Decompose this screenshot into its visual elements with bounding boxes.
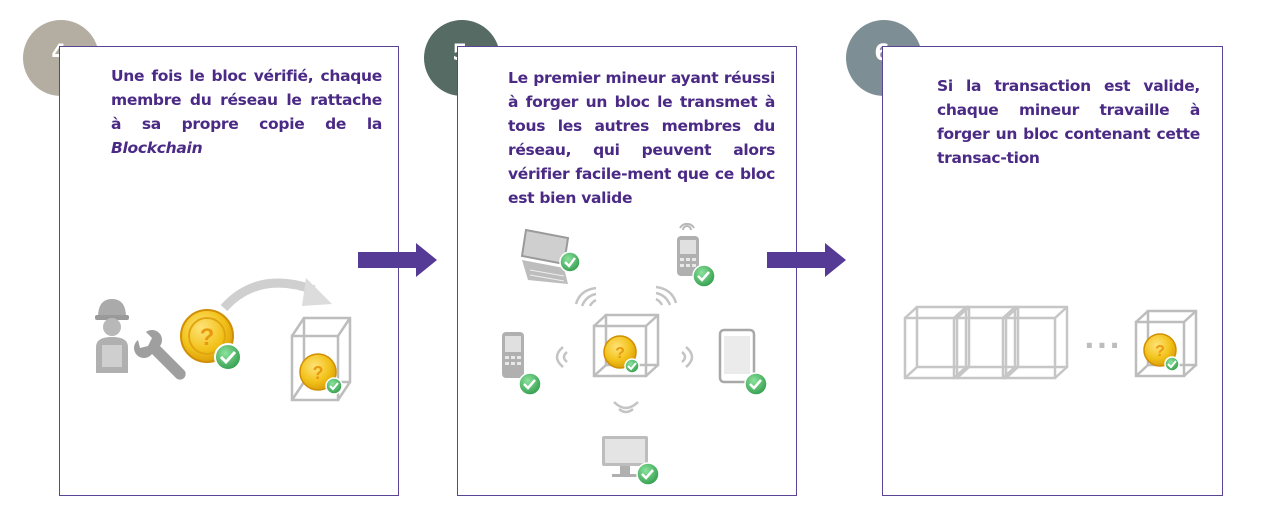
right-arrow-icon xyxy=(358,243,437,277)
mobile-phone-icon xyxy=(677,222,716,288)
step-text-4: Une fois le bloc vérifié, chaque membre … xyxy=(111,64,382,160)
step-text-4-main: Une fois le bloc vérifié, chaque membre … xyxy=(111,67,382,133)
svg-text:?: ? xyxy=(615,345,625,362)
block-cube-icon: ? xyxy=(290,316,352,402)
step-panel-6 xyxy=(882,46,1223,496)
wrench-icon xyxy=(134,330,186,380)
block-cube-icon: ? xyxy=(1134,309,1198,378)
svg-text:?: ? xyxy=(313,363,324,383)
curved-arrow-icon xyxy=(220,278,332,312)
miner-icon xyxy=(95,299,129,373)
monitor-icon xyxy=(602,436,660,486)
ellipsis: ... xyxy=(1084,322,1122,355)
blockchain-cubes-icon xyxy=(903,305,1069,380)
step-text-6: Si la transaction est valide, chaque min… xyxy=(937,77,1200,167)
laptop-icon xyxy=(520,228,581,284)
mobile-phone-icon xyxy=(502,332,542,396)
wifi-signal-icon xyxy=(613,401,639,414)
block-cube-icon: ? xyxy=(592,313,660,378)
tablet-icon xyxy=(718,328,768,396)
step-text-4-italic: Blockchain xyxy=(111,139,203,157)
wifi-signal-icon xyxy=(555,346,568,368)
svg-text:?: ? xyxy=(1155,343,1165,360)
svg-text:?: ? xyxy=(200,324,215,351)
right-arrow-icon xyxy=(767,243,846,277)
bitcoin-coin-icon: ? xyxy=(180,309,242,371)
wifi-signal-icon xyxy=(574,286,597,307)
step-text-5: Le premier mineur ayant réussi à forger … xyxy=(508,69,775,207)
step-panel-4 xyxy=(59,46,399,496)
step-panel-5 xyxy=(457,46,797,496)
wifi-signal-icon xyxy=(681,346,694,368)
wifi-signal-icon xyxy=(655,285,678,306)
